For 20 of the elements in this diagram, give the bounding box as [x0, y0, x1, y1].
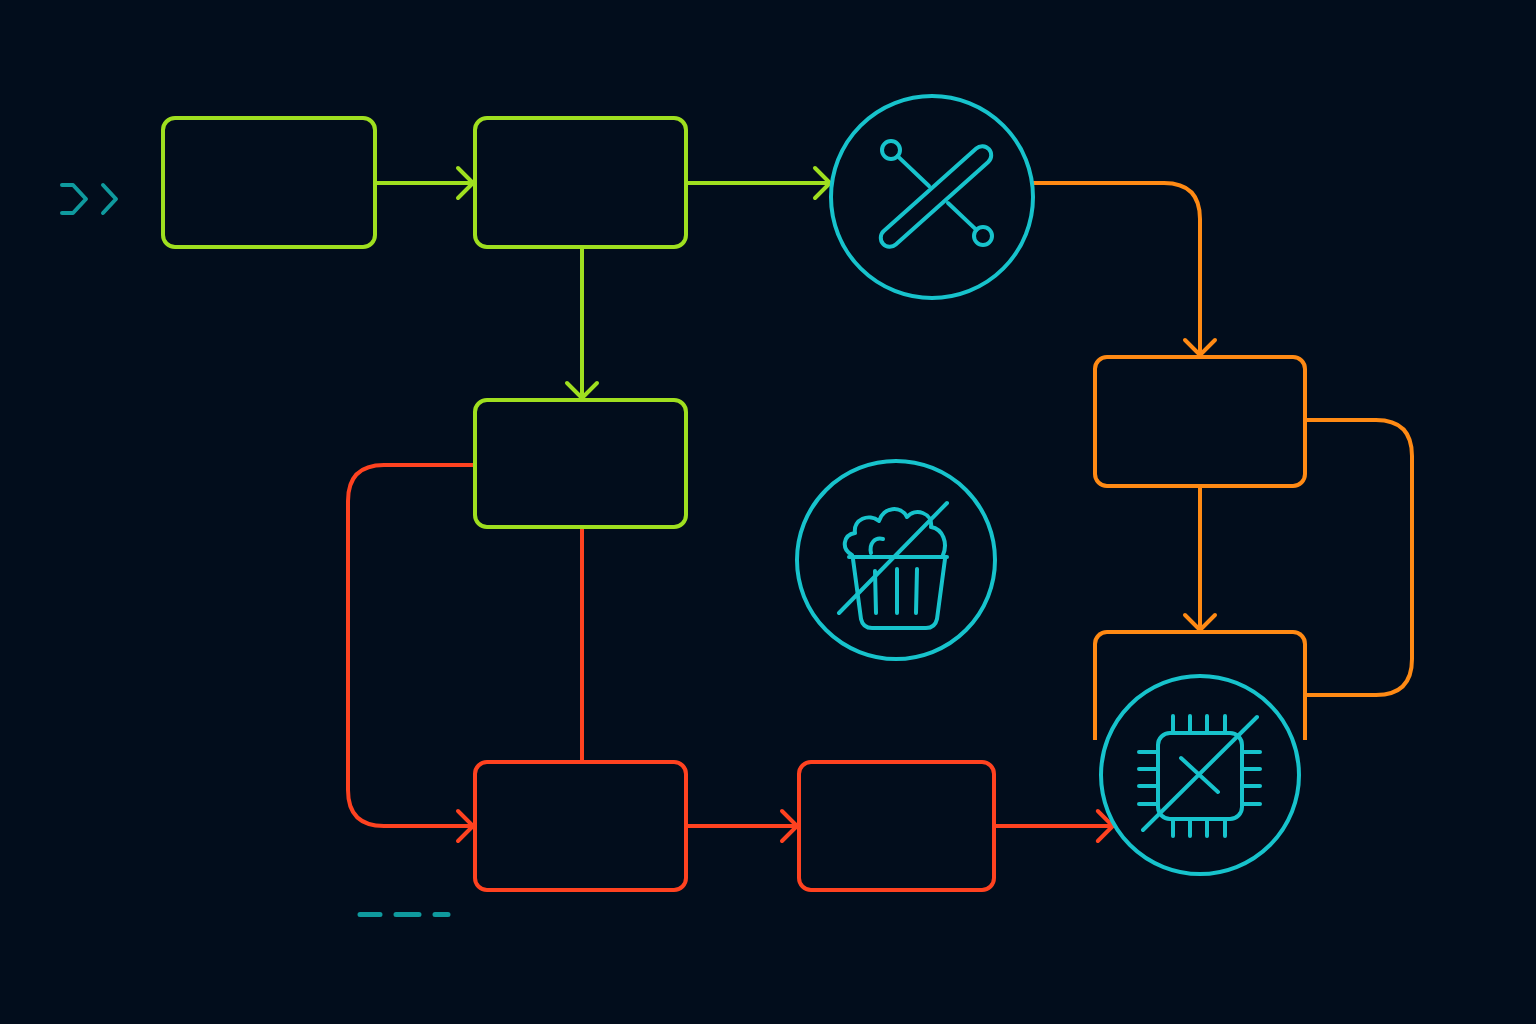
- circle-node: [829, 94, 1035, 300]
- circle-node: [795, 459, 997, 661]
- process-box: [473, 116, 688, 249]
- process-box: [1093, 355, 1307, 488]
- arrow: [994, 809, 1115, 843]
- circle-node: [1099, 674, 1301, 876]
- arrow: [565, 247, 599, 400]
- process-box: [473, 760, 688, 892]
- arrow: [686, 809, 799, 843]
- arrow: [1032, 181, 1217, 357]
- connector-line: [580, 527, 584, 762]
- open-box: [1093, 630, 1307, 740]
- process-box: [797, 760, 996, 892]
- arrow: [1183, 486, 1217, 632]
- arrow: [375, 166, 475, 200]
- process-box: [161, 116, 377, 249]
- connector-line: [1305, 418, 1414, 697]
- arrow: [346, 463, 475, 843]
- arrow: [686, 166, 832, 200]
- process-box: [473, 398, 688, 529]
